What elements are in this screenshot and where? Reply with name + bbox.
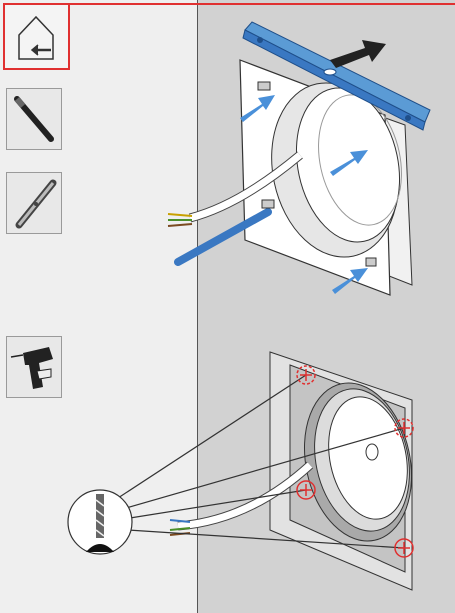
tool-pencil — [6, 88, 62, 150]
spirit-level-icon — [15, 179, 57, 229]
tool-drill — [6, 336, 62, 398]
drill-icon — [10, 347, 53, 389]
step-2-illustration — [67, 351, 414, 591]
pencil-icon — [14, 96, 54, 142]
home-back-icon — [18, 15, 54, 60]
panel-divider — [197, 0, 198, 613]
step-1-illustration — [167, 21, 431, 296]
home-button[interactable] — [3, 3, 70, 70]
header-accent-line — [70, 3, 455, 5]
tool-spirit-level — [6, 172, 62, 234]
